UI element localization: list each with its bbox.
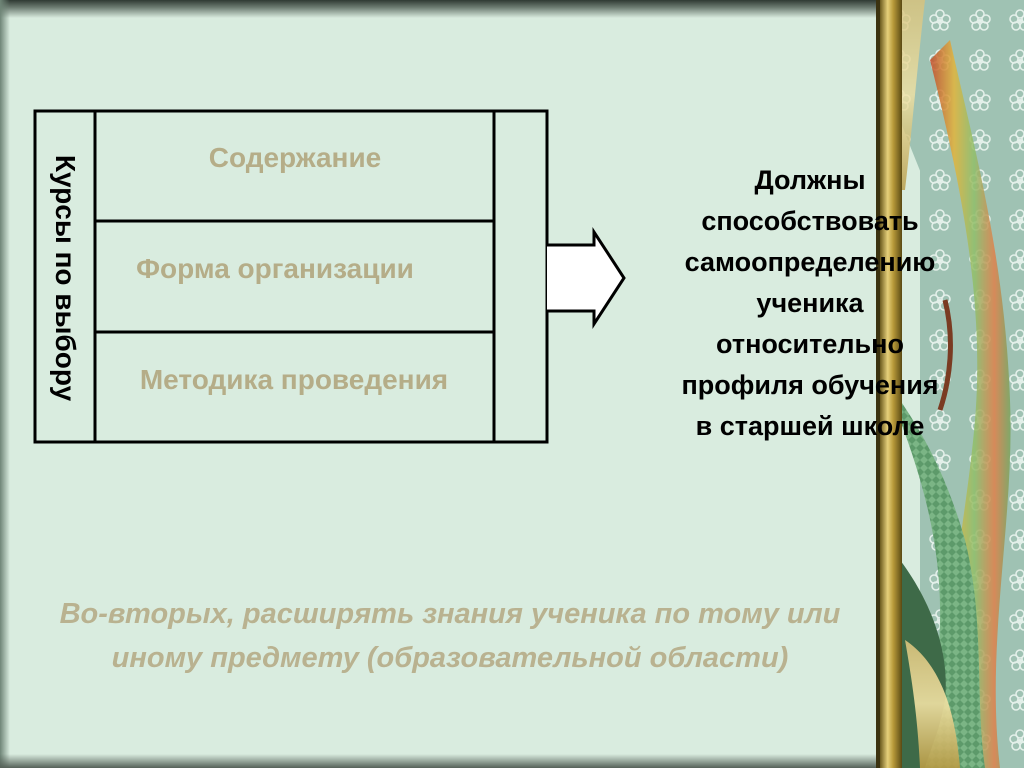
arrow-icon [547, 226, 626, 330]
bottom-edge-shading [0, 754, 900, 768]
row-method: Методика проведения [139, 364, 449, 395]
outcome-line: самоопределению [684, 247, 936, 277]
row-organization-form: Форма организации [136, 253, 414, 284]
footnote-line: иному предмету (образовательной области) [111, 642, 789, 674]
outcome-line: профиля обучения [681, 370, 939, 400]
footnote-line: Во-вторых, расширять знания ученика по т… [59, 598, 841, 630]
outcome-line: ученика [756, 288, 864, 318]
footnote: Во-вторых, расширять знания ученика по т… [20, 592, 880, 680]
outcome-line: в старшей школе [695, 411, 925, 441]
outcome-line: Должны [754, 165, 866, 195]
outcome-line: способствовать [701, 206, 919, 236]
left-edge-shading [0, 0, 10, 768]
outcome-text: Должны способствовать самоопределению уч… [630, 160, 990, 447]
outcome-line: относительно [716, 329, 904, 359]
row-content: Содержание [208, 142, 382, 173]
top-edge-shading [0, 0, 900, 18]
